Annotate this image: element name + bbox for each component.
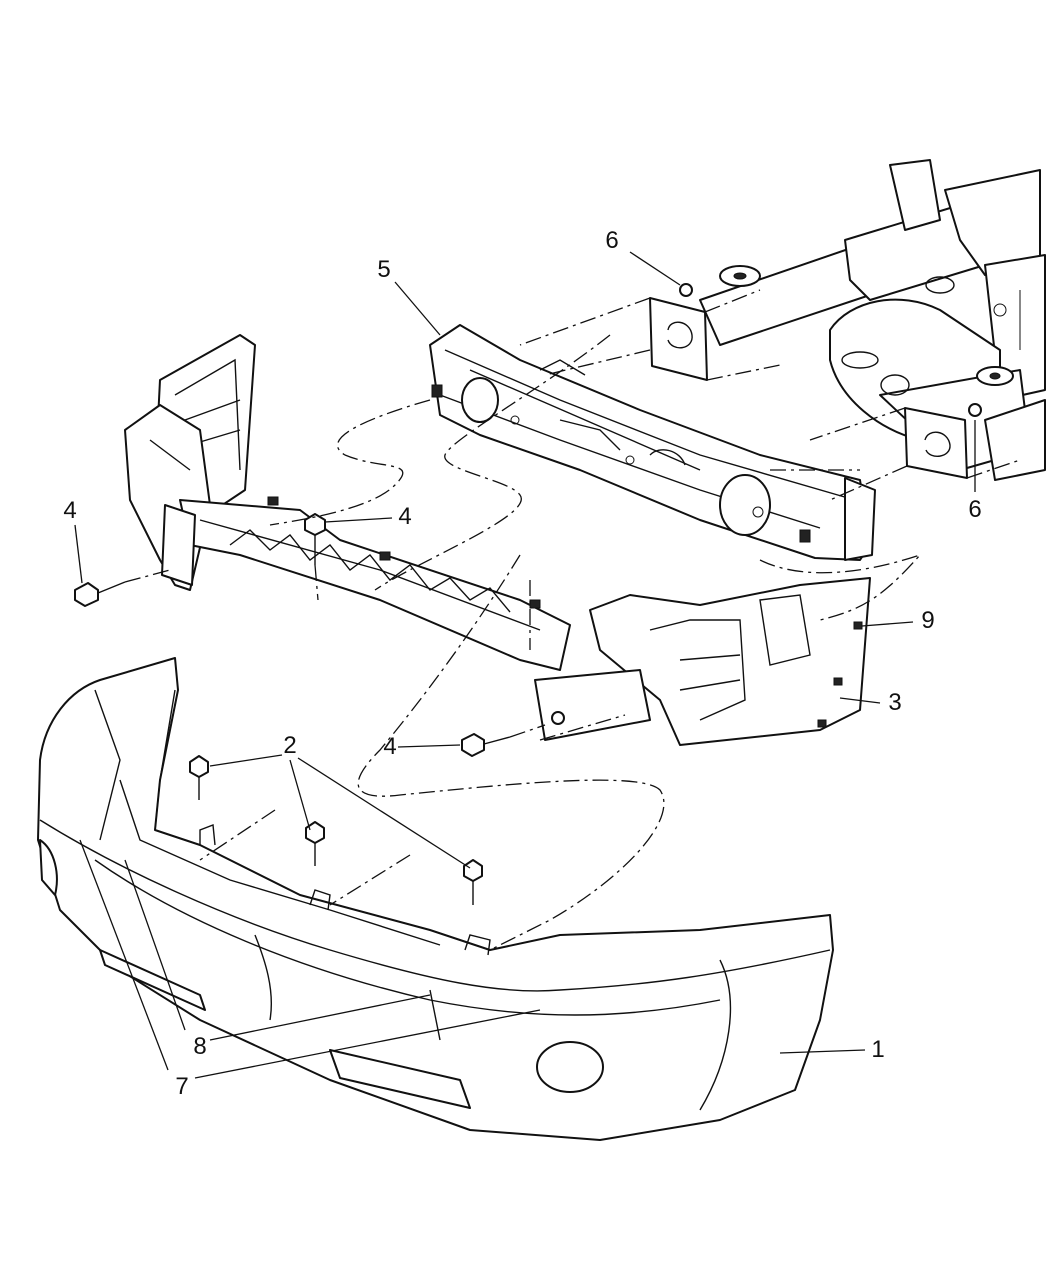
frame-rails	[699, 159, 1046, 481]
bolt-2-c	[463, 859, 483, 905]
bolt-4-lower	[461, 733, 511, 757]
callout-5: 5	[377, 256, 391, 283]
callout-9: 9	[921, 607, 935, 634]
callout-6-upper: 6	[605, 227, 619, 254]
callout-4-upper: 4	[398, 503, 412, 530]
reinforcement-beam-part-5	[429, 324, 876, 561]
callout-7: 7	[175, 1073, 189, 1100]
callout-3: 3	[888, 689, 902, 716]
bracket-part-3	[534, 577, 871, 746]
energy-absorber	[124, 334, 571, 671]
callout-4-left: 4	[63, 497, 77, 524]
bolt-2-a	[189, 755, 209, 800]
bolt-2-b	[305, 821, 325, 866]
callout-8: 8	[193, 1033, 207, 1060]
assembly-lines	[124, 289, 1021, 951]
bumper-fascia-part-1	[37, 657, 834, 1141]
fasteners	[74, 283, 982, 905]
callout-2: 2	[283, 732, 297, 759]
bolt-4-upper	[304, 513, 326, 565]
bolt-4-left	[74, 581, 126, 607]
callout-4-lower: 4	[383, 733, 397, 760]
mounting-plates	[649, 297, 968, 479]
callout-1: 1	[871, 1036, 885, 1063]
callout-6-right: 6	[968, 496, 982, 523]
leader-lines	[74, 251, 976, 1079]
